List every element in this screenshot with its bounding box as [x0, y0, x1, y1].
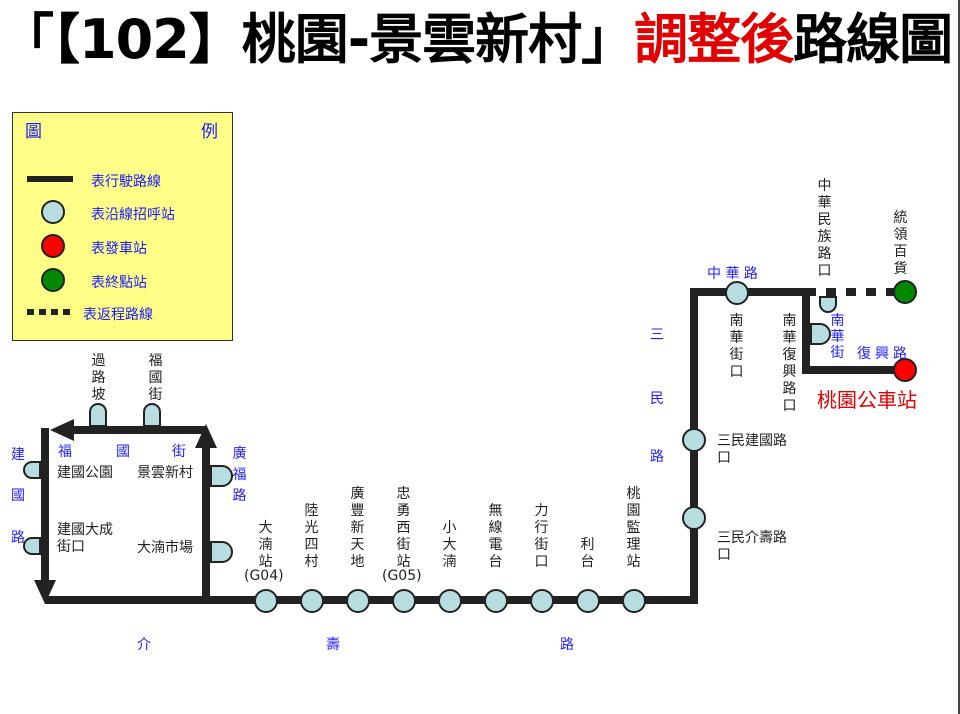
- road-label: 國: [116, 444, 130, 460]
- road-label: 福: [58, 444, 72, 460]
- road-label: 街: [172, 444, 186, 460]
- station-label: 利台: [580, 537, 595, 570]
- end-station-icon: [41, 268, 65, 292]
- stop-jingyun: [210, 465, 233, 487]
- page-title: 「【102】桃園-景雲新村」調整後路線圖: [0, 0, 953, 80]
- arrow-up-icon: [195, 424, 217, 448]
- station-label: 廣豐新天地: [350, 486, 365, 570]
- road-label: 廣福路: [232, 446, 247, 504]
- title-suffix: 路線圖: [793, 8, 953, 71]
- stop-sanmin-jianguo: [682, 428, 706, 452]
- road-label: 壽: [326, 637, 340, 653]
- legend-item: 表行駛路線: [91, 174, 161, 190]
- station-label: 大湳站: [258, 520, 273, 570]
- station-label: 無線電台: [488, 503, 503, 570]
- title-main: 「【102】桃園-景雲新村」: [0, 8, 635, 71]
- stop-jianguo-dacheng: [23, 537, 41, 555]
- road-label: 路: [11, 530, 25, 546]
- legend-item: 表沿線招呼站: [91, 207, 175, 223]
- arrow-left-icon: [50, 419, 74, 441]
- legend: 圖 例 表行駛路線 表沿線招呼站 表發車站 表終點站 表返程路線: [12, 112, 233, 341]
- stop-litai: [576, 589, 600, 613]
- legend-heading: 圖: [25, 122, 42, 142]
- stop-zhongyong: [392, 589, 416, 613]
- road-label: 三: [650, 327, 664, 343]
- station-label: 過路坡: [91, 353, 106, 403]
- stop-fuguo: [143, 403, 161, 427]
- road-label: 介: [137, 637, 151, 653]
- station-label: 中華民族路口: [817, 178, 832, 279]
- legend-item: 表終點站: [91, 275, 147, 291]
- station-label: 建國大成街口: [57, 522, 113, 555]
- stop-icon: [41, 200, 65, 224]
- stop-nanhua: [810, 323, 831, 345]
- stop-luguang: [300, 589, 324, 613]
- stop-radio: [484, 589, 508, 613]
- station-label: 統領百貨: [893, 210, 908, 277]
- road-label: 路: [650, 449, 664, 465]
- station-label: 建國公園: [57, 465, 113, 481]
- station-label: 三民介壽路口: [717, 530, 787, 563]
- station-label: 福國街: [148, 353, 163, 403]
- legend-heading: 例: [201, 122, 218, 142]
- start-station-icon: [41, 234, 65, 258]
- station-label: 南華復興路口: [782, 313, 797, 414]
- title-adjusted: 調整後: [634, 8, 794, 71]
- stop-guolupo: [89, 403, 107, 427]
- station-label: 忠勇西街站: [396, 486, 411, 570]
- station-label: 力行街口: [534, 503, 549, 570]
- road-label: 建: [11, 447, 25, 463]
- station-label: 三民建國路口: [717, 433, 787, 466]
- legend-icons: [27, 176, 73, 315]
- legend-item: 表發車站: [91, 241, 147, 257]
- station-code: (G04): [244, 568, 284, 584]
- station-code: (G05): [382, 568, 422, 584]
- road-label: 復興路: [857, 346, 911, 362]
- road-label: 中 華 路: [707, 266, 758, 282]
- stop-dayong-market: [210, 541, 233, 563]
- station-label: 桃園監理站: [626, 486, 641, 570]
- stop-sanmin-jieshou: [682, 506, 706, 530]
- road-label: 民: [650, 391, 664, 407]
- terminal-label: 桃園公車站: [817, 388, 917, 412]
- station-label: 南華街口: [729, 313, 744, 380]
- stop-zhonghua-minzu: [819, 296, 837, 313]
- station-label: 陸光四村: [304, 503, 319, 570]
- stop-xiaodayong: [438, 589, 462, 613]
- stop-guangfeng: [346, 589, 370, 613]
- road-label: 南華街: [830, 313, 845, 361]
- station-label: 小大湳: [442, 520, 457, 570]
- stop-jianguo-park: [23, 461, 41, 479]
- stop-prison: [622, 589, 646, 613]
- stop-nanhua-st: [725, 281, 749, 305]
- end-station-marker: [893, 280, 917, 304]
- road-label: 國: [11, 488, 25, 504]
- arrow-down-icon: [34, 580, 56, 604]
- stop-dayong-station: [254, 589, 278, 613]
- legend-item: 表返程路線: [83, 307, 153, 323]
- station-label: 景雲新村: [137, 465, 193, 481]
- stop-lixing: [530, 589, 554, 613]
- road-label: 路: [560, 637, 574, 653]
- station-label: 大湳市場: [137, 540, 193, 556]
- start-station-marker: [893, 358, 917, 382]
